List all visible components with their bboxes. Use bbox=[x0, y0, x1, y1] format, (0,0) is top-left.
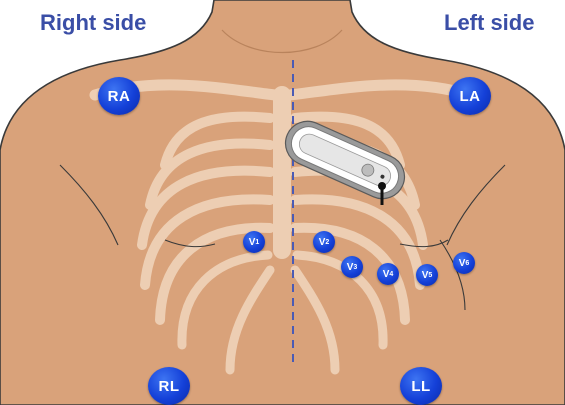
electrode-v5-number: 5 bbox=[428, 272, 432, 279]
electrode-v3-number: 3 bbox=[353, 264, 357, 271]
electrode-v1-letter: V bbox=[249, 237, 256, 248]
electrode-la: LA bbox=[449, 77, 491, 115]
electrode-rl: RL bbox=[148, 367, 190, 405]
device-button bbox=[378, 182, 386, 190]
electrode-ra: RA bbox=[98, 77, 140, 115]
right-side-label: Right side bbox=[40, 10, 146, 36]
electrode-v4-number: 4 bbox=[389, 271, 393, 278]
electrode-v6-number: 6 bbox=[465, 260, 469, 267]
left-side-label: Left side bbox=[444, 10, 534, 36]
electrode-v1-number: 1 bbox=[255, 239, 259, 246]
electrode-v3-letter: V bbox=[347, 262, 354, 273]
electrode-ll: LL bbox=[400, 367, 442, 405]
electrode-v2-number: 2 bbox=[325, 239, 329, 246]
electrode-v2-letter: V bbox=[319, 237, 326, 248]
electrode-v4-letter: V bbox=[383, 269, 390, 280]
electrode-v5-letter: V bbox=[422, 270, 429, 281]
electrode-v6-letter: V bbox=[459, 258, 466, 269]
